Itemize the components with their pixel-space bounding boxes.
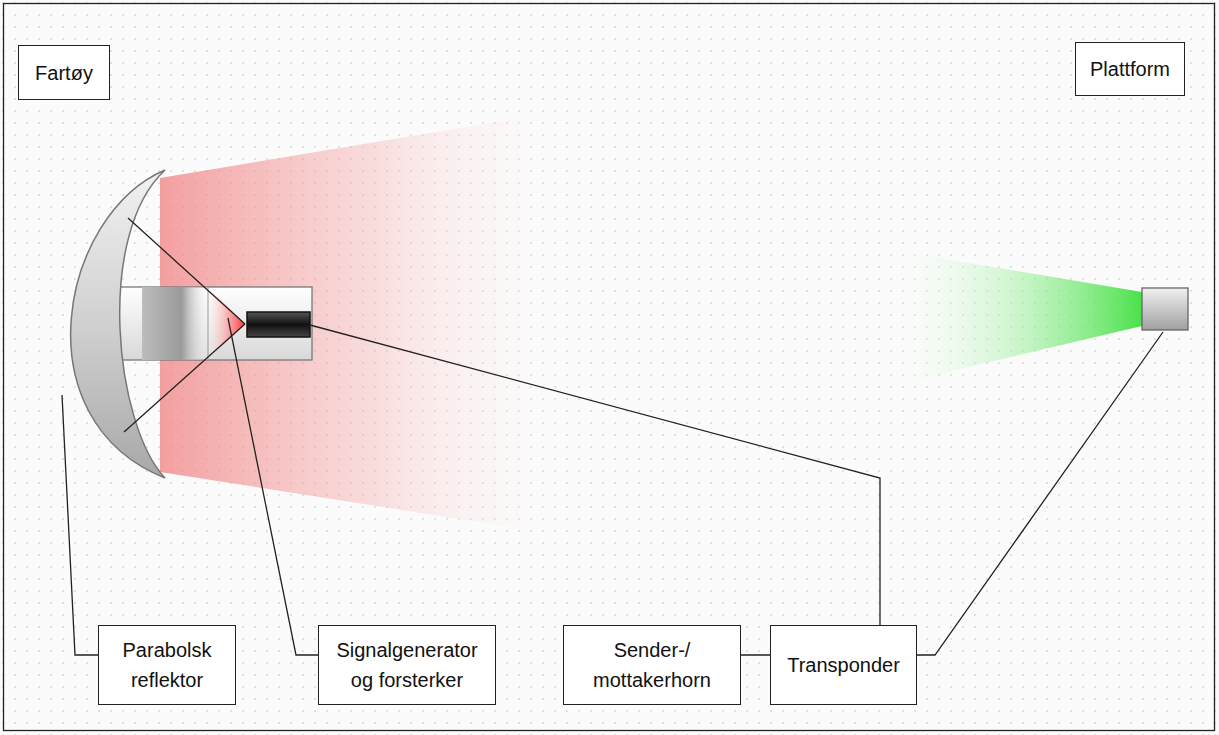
label-text: Plattform [1080, 54, 1180, 84]
callout-box: Parabolsk reflektor [98, 625, 236, 705]
label-text: Sender-/ mottakerhorn [567, 635, 737, 695]
label-text: Signalgenerator og forsterker [322, 635, 492, 695]
callout-box: Transponder [770, 625, 917, 705]
callout-box: Signalgenerator og forsterker [318, 625, 496, 705]
vessel-label: Fartøy [18, 45, 110, 100]
label-text: Fartøy [25, 58, 103, 88]
label-text: Transponder [777, 650, 910, 680]
callout-box: Sender-/ mottakerhorn [563, 625, 741, 705]
platform-label: Plattform [1075, 42, 1185, 96]
label-text: Parabolsk reflektor [102, 635, 232, 695]
